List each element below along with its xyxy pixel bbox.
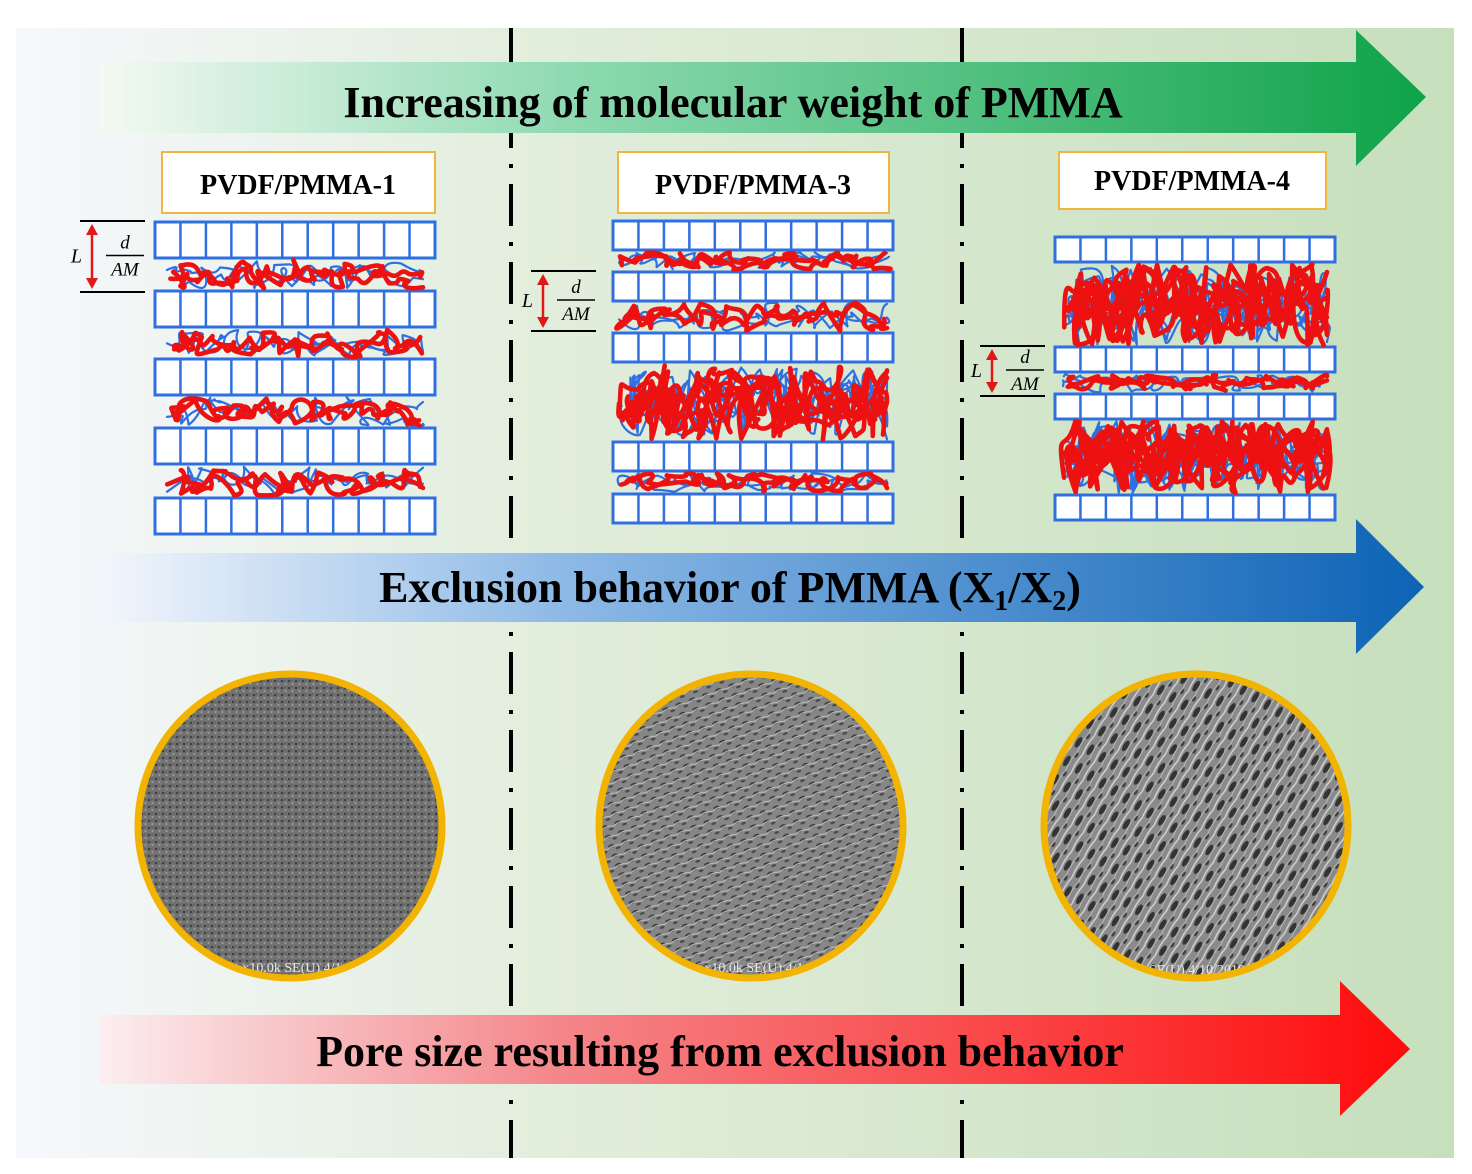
sample-label-3: PVDF/PMMA-3 (655, 170, 851, 201)
crystal-lamella (153, 220, 437, 260)
lamella-thickness-label: d (571, 277, 581, 298)
lamellar-stack-3 (611, 219, 895, 525)
molecular-weight-arrow-label: Increasing of molecular weight of PMMA (343, 78, 1122, 127)
long-period-label: L (70, 246, 82, 268)
amorphous-layer-label: AM (1009, 374, 1040, 395)
crystal-lamella (153, 426, 437, 466)
lamella-thickness-label: d (1020, 347, 1030, 368)
crystal-lamella (1053, 345, 1337, 374)
lamellar-stack-1 (153, 220, 437, 536)
sample-label-box-1: PVDF/PMMA-1 (161, 151, 436, 214)
exclusion-behavior-arrow: Exclusion behavior of PMMA (X1/X2) (100, 519, 1424, 654)
crystal-lamella (153, 289, 437, 329)
crystal-lamella (611, 270, 895, 303)
amorphous-pmma-layer (616, 471, 890, 494)
crystal-lamella (611, 219, 895, 252)
amorphous-pmma-layer (1061, 262, 1331, 348)
amorphous-pmma-layer (165, 395, 425, 429)
sample-label-4: PVDF/PMMA-4 (1094, 166, 1290, 197)
amorphous-pmma-layer (165, 327, 425, 360)
crystal-lamella (1053, 392, 1337, 421)
amorphous-layer-label: AM (109, 260, 140, 281)
exclusion-behavior-arrow-label: Exclusion behavior of PMMA (X1/X2) (379, 563, 1081, 617)
sem-micrograph-3: m x10.0k SE(U) 4/1 (595, 670, 907, 982)
long-period-label: L (521, 290, 533, 312)
lamellar-stack-4 (1053, 235, 1337, 522)
sample-label-1: PVDF/PMMA-1 (200, 170, 396, 201)
amorphous-pmma-layer (614, 300, 891, 333)
crystal-lamella (153, 496, 437, 536)
amorphous-pmma-layer (165, 257, 426, 291)
pore-size-arrow-label: Pore size resulting from exclusion behav… (316, 1027, 1124, 1076)
crystal-lamella (1053, 235, 1337, 264)
amorphous-pmma-layer (616, 363, 890, 442)
crystal-lamella (1053, 493, 1337, 522)
amorphous-layer-label: AM (560, 304, 591, 325)
crystal-lamella (611, 492, 895, 525)
amorphous-pmma-layer (617, 250, 893, 272)
sem-micrograph-4: .0k SE(U) 4/10/2019 (1040, 670, 1352, 982)
crystal-lamella (153, 357, 437, 397)
pore-size-arrow: Pore size resulting from exclusion behav… (100, 981, 1410, 1116)
lamella-thickness-label: d (120, 233, 130, 254)
sample-label-box-3: PVDF/PMMA-3 (617, 151, 890, 214)
crystal-lamella (611, 331, 895, 364)
crystal-lamella (611, 440, 895, 473)
amorphous-pmma-layer (1061, 372, 1330, 394)
amorphous-pmma-layer (1058, 418, 1333, 496)
molecular-weight-arrow: Increasing of molecular weight of PMMA (100, 30, 1426, 166)
amorphous-pmma-layer (164, 465, 426, 498)
long-period-label: L (970, 360, 982, 382)
sem-micrograph-1: m x10.0k SE(U) 4/1 (134, 670, 446, 982)
sample-label-box-4: PVDF/PMMA-4 (1058, 151, 1327, 210)
